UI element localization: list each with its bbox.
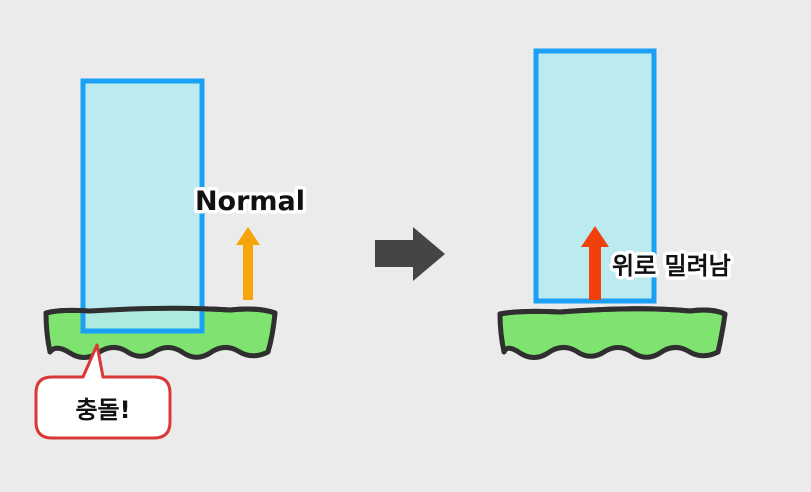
collision-callout: 충돌! (34, 343, 172, 440)
normal-label: Normal (195, 186, 305, 217)
push-up-arrow-icon (581, 226, 609, 300)
left-ground-edge (43, 305, 278, 316)
left-colliding-box (80, 78, 205, 334)
pushed-up-label: 위로 밀려남 (612, 252, 731, 280)
right-ground-platform (497, 306, 728, 360)
right-scene: 위로 밀려남 (497, 48, 734, 360)
right-ground-edge (497, 306, 728, 317)
right-arrow-icon (375, 227, 445, 281)
collision-label: 충돌! (75, 396, 130, 424)
collision-callout-bubble (34, 343, 172, 440)
left-scene: Normal (43, 78, 309, 360)
normal-arrow-icon (236, 227, 260, 300)
